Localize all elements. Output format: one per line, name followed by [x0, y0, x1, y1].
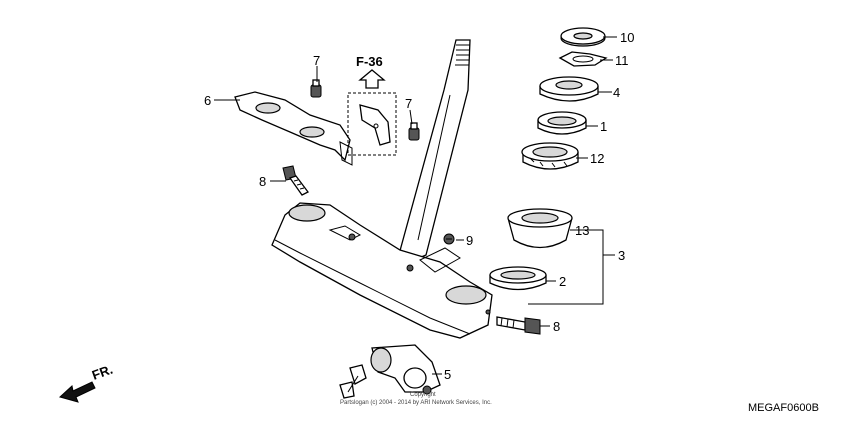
f36-reference-bracket[interactable]	[347, 92, 397, 156]
screw-9[interactable]	[443, 233, 455, 245]
callout-4: 4	[613, 85, 620, 100]
callout-11: 11	[615, 53, 629, 68]
steering-stem-shaft[interactable]	[397, 39, 471, 266]
callout-13: 13	[575, 223, 589, 238]
callout-12: 12	[590, 151, 604, 166]
callout-5: 5	[444, 367, 451, 382]
callout-1: 1	[600, 119, 607, 134]
reference-arrow	[358, 69, 386, 89]
lower-seal-2[interactable]	[489, 266, 547, 291]
front-direction-label: FR.	[90, 362, 115, 383]
bottom-bridge[interactable]	[271, 202, 493, 339]
adjusting-nut-4[interactable]	[539, 76, 599, 102]
callout-7-right: 7	[405, 96, 412, 111]
callout-3: 3	[618, 248, 625, 263]
callout-7-upper: 7	[313, 53, 320, 68]
dust-seal-1[interactable]	[537, 111, 587, 135]
bolt-7-upper[interactable]	[310, 79, 322, 98]
bracket-plate[interactable]	[234, 91, 353, 166]
front-direction-arrow	[58, 381, 96, 403]
reference-label: F-36	[356, 54, 383, 69]
callout-9: 9	[466, 233, 473, 248]
callout-8-right: 8	[553, 319, 560, 334]
copyright-line-1: Copyright	[410, 392, 436, 398]
bearing-12[interactable]	[521, 142, 579, 170]
bearing-race-13[interactable]	[507, 208, 573, 249]
callout-6: 6	[204, 93, 211, 108]
copyright-line-2: Partslogan (c) 2004 - 2014 by ARI Networ…	[340, 400, 492, 406]
leader-lines	[214, 36, 617, 375]
diagram-code: MEGAF0600B	[748, 402, 819, 414]
ignition-switch-5[interactable]	[339, 344, 441, 399]
callout-2: 2	[559, 274, 566, 289]
bolt-8-left[interactable]	[282, 165, 309, 196]
bolt-7-right[interactable]	[408, 122, 420, 141]
stem-locknut-10[interactable]	[560, 27, 606, 47]
lock-washer-11[interactable]	[558, 51, 608, 67]
bolt-8-right[interactable]	[496, 316, 541, 335]
callout-10: 10	[620, 30, 634, 45]
callout-8-left: 8	[259, 174, 266, 189]
